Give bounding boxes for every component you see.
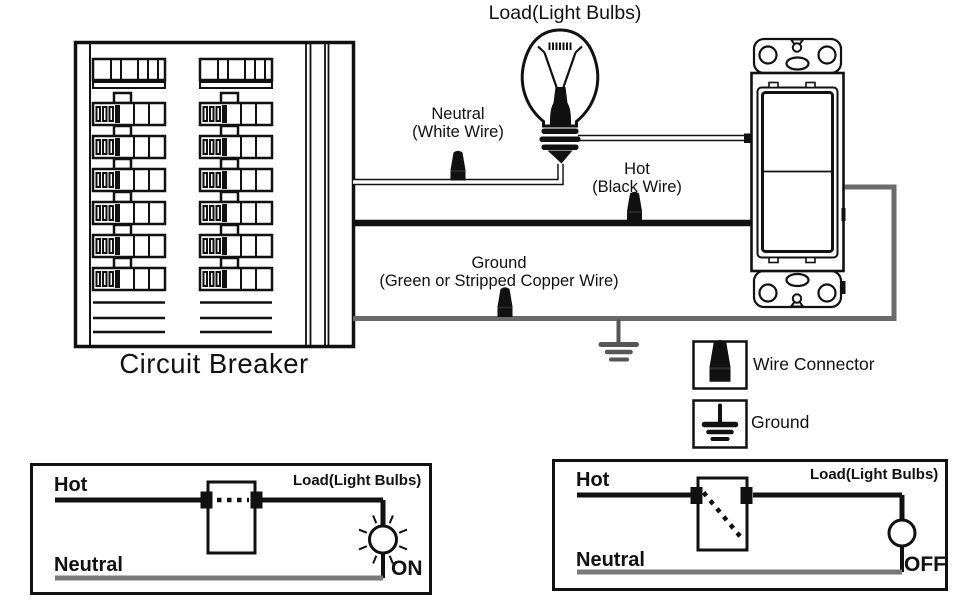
ground-icon (701, 403, 739, 441)
ground-label: Ground (Green or Stripped Copper Wire) (362, 254, 636, 291)
light-bulb-icon (520, 28, 600, 164)
hot-label-line2: (Black Wire) (592, 178, 682, 197)
schematic-on-box (30, 463, 432, 595)
switch-screw-hole (758, 45, 778, 65)
bulb-off-icon (887, 518, 917, 548)
neutral-label-line1: Neutral (431, 105, 485, 123)
ground-label-line1: Ground (471, 254, 527, 272)
bulb-rays (358, 515, 408, 564)
rocker-switch-icon (750, 37, 846, 309)
switch-terminal (740, 487, 753, 504)
neutral-label: Neutral (White Wire) (396, 105, 520, 142)
legend-wire-connector-box (692, 338, 748, 390)
on-neutral-label: Neutral (54, 554, 123, 576)
switch-terminal (690, 487, 703, 504)
switch-screw-hole (817, 45, 837, 65)
bulb-on-icon (368, 524, 398, 555)
on-hot-label: Hot (54, 474, 88, 496)
off-load-label: Load(Light Bulbs) (810, 466, 939, 483)
on-load-label: Load(Light Bulbs) (293, 472, 422, 489)
switch-terminal (250, 491, 263, 509)
hot-label: Hot (Black Wire) (578, 160, 696, 197)
ground-label-line2: (Green or Stripped Copper Wire) (379, 272, 619, 291)
neutral-label-line2: (White Wire) (412, 123, 504, 142)
switch-symbol (696, 476, 749, 552)
schematic-off-box (552, 459, 948, 591)
load-label: Load(Light Bulbs) (488, 2, 642, 24)
legend-ground-label: Ground (751, 412, 810, 432)
switch-screw-hole (817, 283, 837, 303)
circuit-breaker-panel-icon (73, 40, 356, 349)
ground-wire (353, 184, 897, 321)
off-hot-label: Hot (576, 469, 610, 491)
switch-symbol (206, 480, 257, 555)
off-state-label: OFF (904, 553, 946, 576)
ground-symbol-icon (598, 319, 639, 362)
hot-label-line1: Hot (624, 160, 650, 178)
switch-terminal (200, 491, 213, 509)
circuit-breaker-label: Circuit Breaker (119, 348, 309, 379)
on-state-label: ON (391, 557, 423, 580)
off-neutral-label: Neutral (576, 549, 645, 571)
wire-connector-icon (449, 150, 467, 182)
bulb-filament (537, 45, 583, 91)
legend-wire-connector-label: Wire Connector (753, 354, 875, 374)
switch-screw-hole (758, 283, 778, 303)
neutral-wire (353, 133, 751, 186)
switch-terminal (744, 133, 751, 143)
wire-connector-icon (496, 286, 514, 318)
legend-ground-box (692, 399, 748, 449)
